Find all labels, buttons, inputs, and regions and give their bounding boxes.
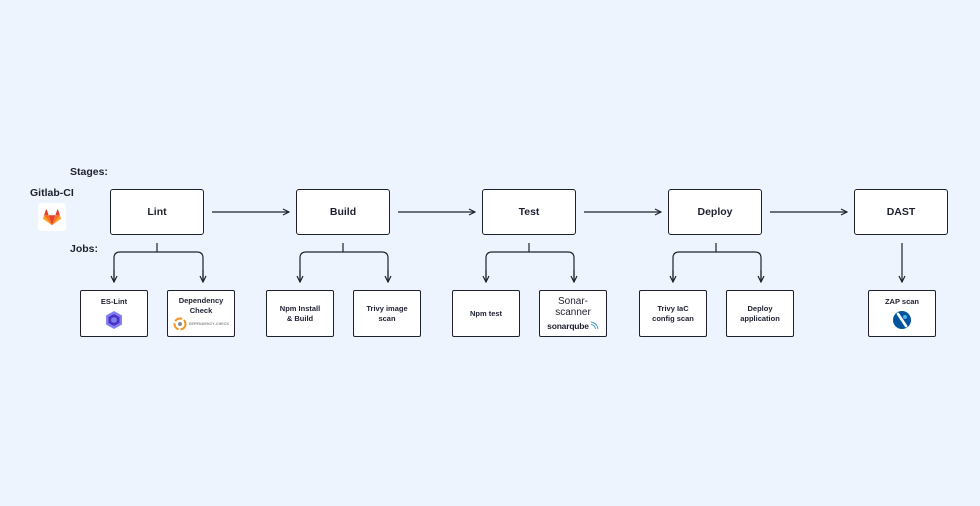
job-label: ZAP scan bbox=[884, 296, 920, 306]
branch-deploy bbox=[673, 243, 761, 282]
stage-label: Lint bbox=[147, 206, 167, 218]
branch-test bbox=[486, 243, 574, 282]
sonarqube-logo-text: sonarqube bbox=[547, 320, 589, 331]
stage-label: Deploy bbox=[697, 206, 733, 218]
stage-label: DAST bbox=[886, 206, 916, 218]
stage-label: Build bbox=[329, 206, 357, 218]
job-label: Deploy application bbox=[740, 304, 780, 323]
eslint-icon bbox=[106, 311, 122, 330]
job-trivy-iac-config-scan: Trivy IaC config scan bbox=[639, 290, 707, 337]
sonarqube-waves-icon bbox=[590, 321, 599, 330]
stage-test: Test bbox=[482, 189, 576, 235]
job-trivy-image-scan: Trivy image scan bbox=[353, 290, 421, 337]
gitlab-logo-card bbox=[38, 203, 66, 231]
job-zap-scan: ZAP scan bbox=[868, 290, 936, 337]
stage-label: Test bbox=[518, 206, 540, 218]
branch-build bbox=[300, 243, 388, 282]
job-sonar-scanner: Sonar- scanner sonarqube bbox=[539, 290, 607, 337]
stage-deploy: Deploy bbox=[668, 189, 762, 235]
job-label: Sonar- scanner bbox=[555, 296, 591, 318]
job-label: Trivy IaC config scan bbox=[652, 304, 694, 323]
stage-lint: Lint bbox=[110, 189, 204, 235]
gitlab-ci-label: Gitlab-CI bbox=[30, 187, 74, 199]
dependency-check-logo: DEPENDENCY-CHECK bbox=[173, 317, 229, 331]
dependency-check-logo-text: DEPENDENCY-CHECK bbox=[188, 321, 230, 326]
gitlab-icon bbox=[43, 208, 61, 225]
stage-build: Build bbox=[296, 189, 390, 235]
job-label: Trivy image scan bbox=[366, 304, 408, 323]
zap-icon bbox=[893, 311, 911, 330]
job-label: Npm Install & Build bbox=[279, 304, 321, 323]
sonarqube-logo: sonarqube bbox=[547, 321, 599, 330]
dependency-check-icon bbox=[173, 317, 187, 331]
jobs-heading: Jobs: bbox=[70, 243, 99, 255]
job-label: ES-Lint bbox=[100, 296, 128, 306]
job-npm-install-build: Npm Install & Build bbox=[266, 290, 334, 337]
job-label: Npm test bbox=[469, 308, 503, 318]
job-npm-test: Npm test bbox=[452, 290, 520, 337]
branch-lint bbox=[114, 243, 203, 282]
stage-dast: DAST bbox=[854, 189, 948, 235]
job-deploy-application: Deploy application bbox=[726, 290, 794, 337]
job-es-lint: ES-Lint bbox=[80, 290, 148, 337]
job-dependency-check: Dependency Check DEPENDENCY-CHECK bbox=[167, 290, 235, 337]
job-label: Dependency Check bbox=[178, 296, 224, 315]
stages-heading: Stages: bbox=[70, 166, 108, 178]
